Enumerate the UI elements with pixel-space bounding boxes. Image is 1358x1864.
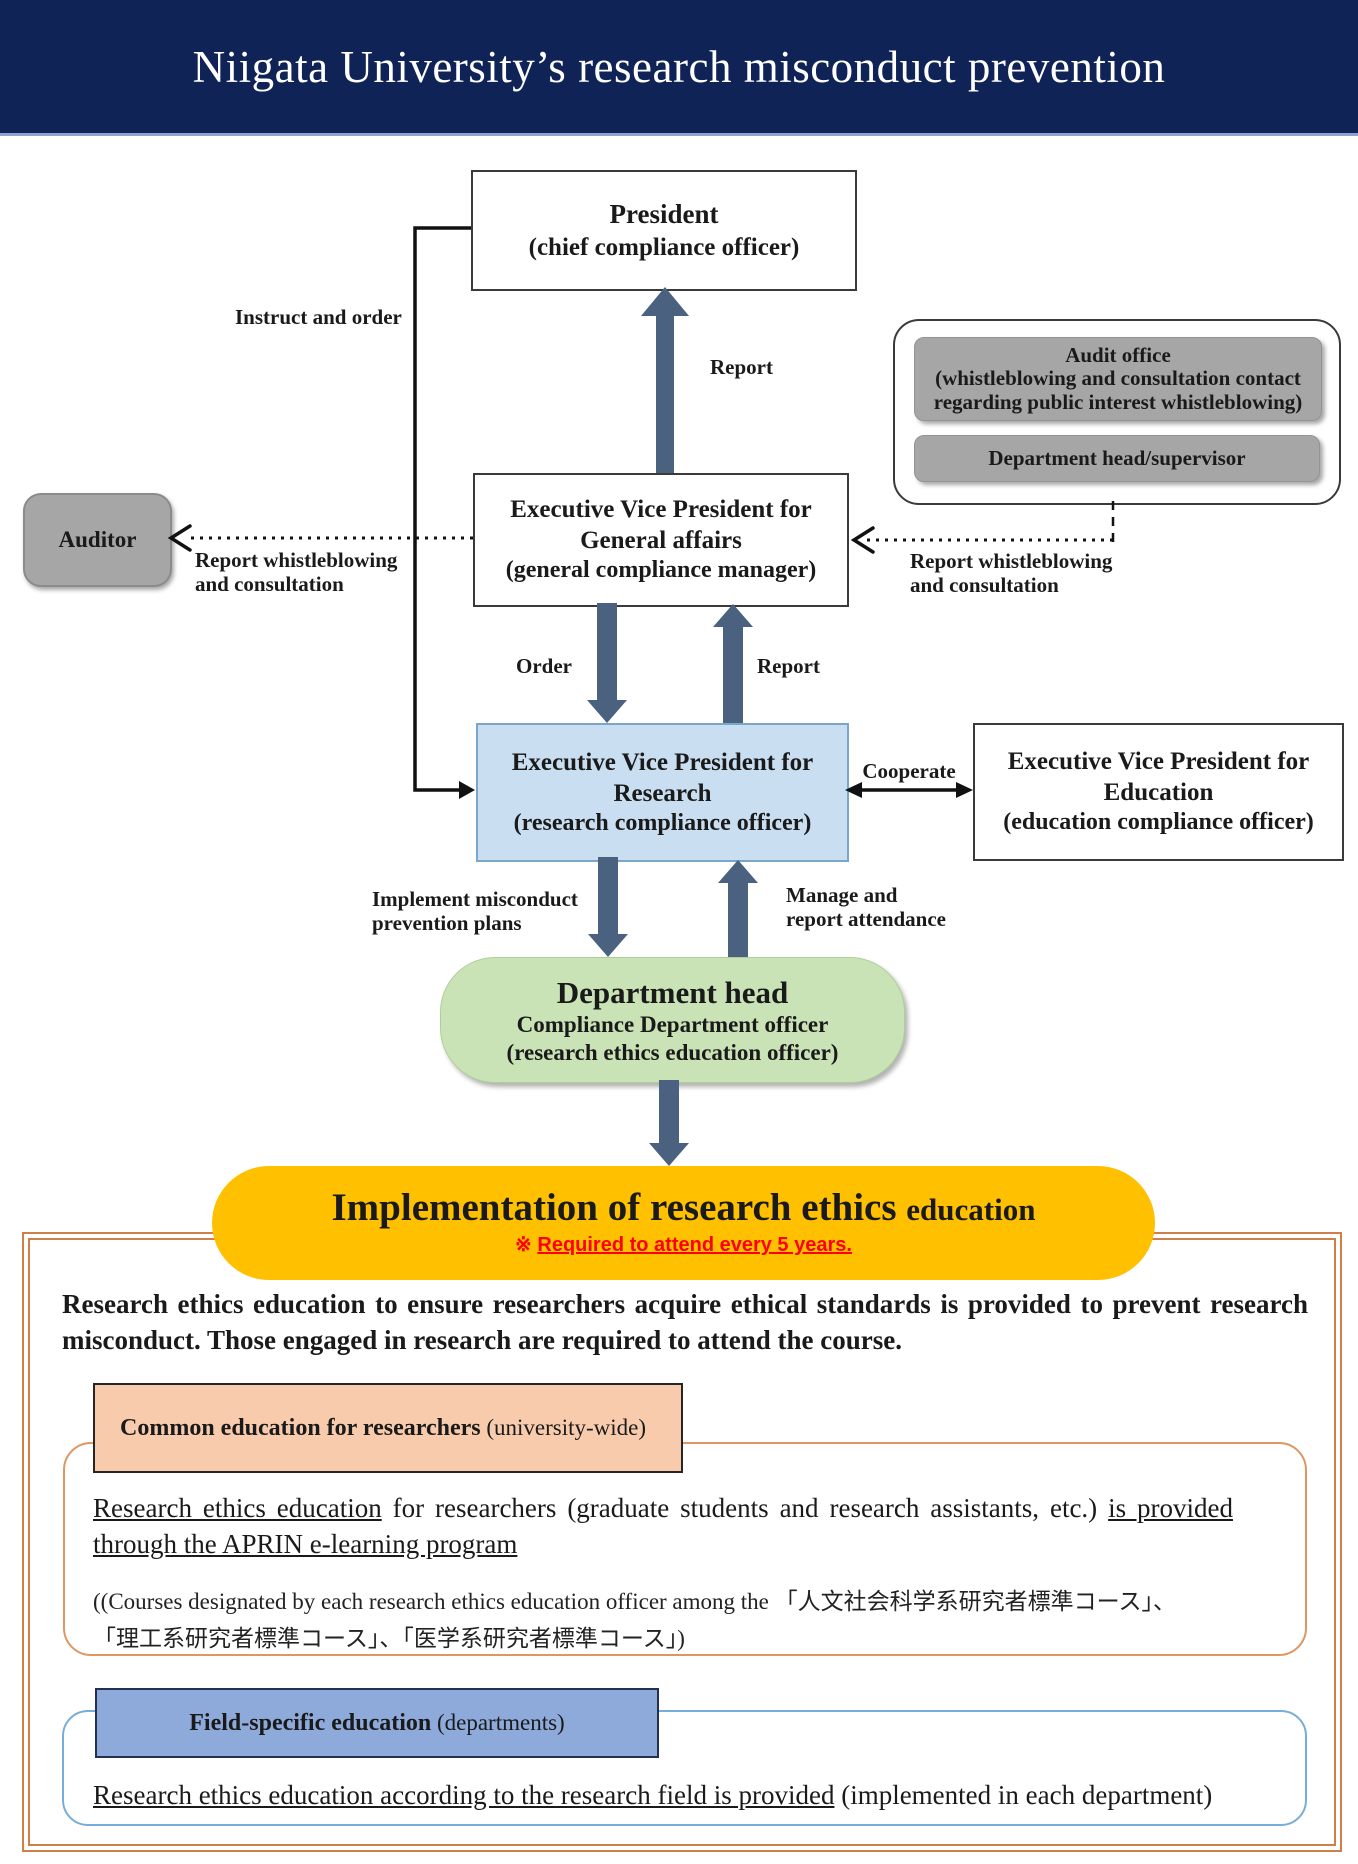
label-report-to-president: Report xyxy=(710,355,773,379)
common-education-header: Common education for researchers (univer… xyxy=(93,1383,683,1473)
designated-courses-line1: ((Courses designated by each research et… xyxy=(93,1589,1176,1614)
evp-research-line3: (research compliance officer) xyxy=(513,809,812,836)
arrowhead-whistleblowing-right xyxy=(850,526,875,554)
arrowhead-whistleblowing-left xyxy=(167,524,192,552)
common-education-box xyxy=(63,1442,1307,1656)
arrow-report-up xyxy=(713,604,753,723)
common-education-title: Common education for researchers xyxy=(120,1414,481,1441)
node-department-head: Department head Compliance Department of… xyxy=(440,957,905,1083)
arrow-manage-up xyxy=(718,860,758,957)
implementation-note-text: Required to attend every 5 years. xyxy=(537,1234,852,1257)
node-evp-general-affairs: Executive Vice President for General aff… xyxy=(473,473,849,607)
dept-head-supervisor-label: Department head/supervisor xyxy=(988,445,1246,470)
implementation-note: ※ Required to attend every 5 years. xyxy=(515,1233,852,1258)
dept-head-line1: Department head xyxy=(556,974,789,1010)
designated-courses-line2: 「理工系研究者標準コース」、「医学系研究者標準コース」) xyxy=(93,1625,685,1651)
implementation-banner: Implementation of research ethics educat… xyxy=(212,1166,1155,1280)
common-education-body-line2: through the APRIN e-learning program xyxy=(93,1526,1233,1562)
dept-head-line3: (research ethics education officer) xyxy=(506,1039,839,1065)
label-instruct-and-order: Instruct and order xyxy=(235,305,402,329)
evp-general-line1: Executive Vice President for xyxy=(510,496,812,524)
common-education-scope: (university-wide) xyxy=(480,1414,647,1440)
field-specific-header: Field-specific education (departments) xyxy=(95,1688,659,1758)
arrow-implement-down xyxy=(588,857,628,957)
field-specific-title: Field-specific education xyxy=(189,1709,432,1736)
aprin-underline-1: Research ethics education xyxy=(93,1493,382,1523)
education-intro-line1: Research ethics education to ensure rese… xyxy=(62,1289,1308,1319)
evp-general-line2: General affairs xyxy=(580,527,742,555)
label-report-whistleblowing-right: Report whistleblowing and consultation xyxy=(910,549,1113,598)
label-implement-line1: Implement misconduct xyxy=(372,887,578,911)
label-rw-right-line1: Report whistleblowing xyxy=(910,549,1113,573)
field-specific-rest: (implemented in each department) xyxy=(834,1780,1213,1810)
aprin-underline-3: through the APRIN e-learning program xyxy=(93,1529,518,1560)
common-education-body-line1: Research ethics education for researcher… xyxy=(93,1490,1233,1526)
label-manage: Manage and report attendance xyxy=(786,883,946,932)
field-specific-underline: Research ethics education according to t… xyxy=(93,1780,835,1810)
evp-research-line2: Research xyxy=(613,779,712,807)
implementation-title: Implementation of research ethics educat… xyxy=(331,1186,1036,1230)
node-dept-head-supervisor: Department head/supervisor xyxy=(914,435,1320,482)
header-bar: Niigata University’s research misconduct… xyxy=(0,0,1358,136)
page-title: Niigata University’s research misconduct… xyxy=(192,41,1166,92)
label-implement-line2: prevention plans xyxy=(372,910,522,935)
auditor-label: Auditor xyxy=(58,526,137,552)
arrow-report-up-big xyxy=(641,287,689,473)
arrow-implementation-down xyxy=(649,1080,689,1166)
designated-courses: ((Courses designated by each research et… xyxy=(93,1584,1293,1658)
field-specific-body: Research ethics education according to t… xyxy=(93,1780,1293,1811)
label-rw-right-line2: and consultation xyxy=(910,572,1059,597)
arrowhead-cooperate-right xyxy=(956,782,973,798)
line-instruct-and-order xyxy=(413,226,471,792)
evp-education-line3: (education compliance officer) xyxy=(1003,809,1314,836)
evp-education-line1: Executive Vice President for xyxy=(1007,748,1310,776)
audit-office-line3: regarding public interest whistleblowing… xyxy=(933,389,1303,414)
label-order: Order xyxy=(516,654,572,678)
node-evp-research: Executive Vice President for Research (r… xyxy=(476,723,849,862)
audit-office-line2: (whistleblowing and consultation contact xyxy=(935,366,1301,391)
evp-research-line1: Executive Vice President for xyxy=(511,748,814,776)
node-audit-office: Audit office (whistleblowing and consult… xyxy=(914,337,1322,421)
node-president: President (chief compliance officer) xyxy=(471,170,857,291)
president-title: President xyxy=(609,199,719,230)
node-auditor: Auditor xyxy=(23,493,172,587)
reference-mark: ※ xyxy=(515,1234,538,1257)
education-intro: Research ethics education to ensure rese… xyxy=(62,1287,1308,1359)
education-intro-line2: misconduct. Those engaged in research ar… xyxy=(62,1324,902,1355)
evp-education-line2: Education xyxy=(1103,779,1214,807)
audit-office-line1: Audit office xyxy=(1065,343,1171,368)
arrowhead-instruct xyxy=(459,781,475,799)
label-manage-line1: Manage and xyxy=(786,883,898,907)
aprin-middle: for researchers (graduate students and r… xyxy=(381,1493,1109,1523)
president-subtitle: (chief compliance officer) xyxy=(528,233,800,261)
implementation-title-small: education xyxy=(906,1192,1036,1228)
label-rw-left-line1: Report whistleblowing xyxy=(195,548,398,572)
label-manage-line2: report attendance xyxy=(786,906,946,931)
field-specific-scope: (departments) xyxy=(431,1709,565,1735)
evp-general-line3: (general compliance manager) xyxy=(505,557,817,584)
implementation-title-main: Implementation of research ethics xyxy=(331,1186,897,1230)
label-implement: Implement misconduct prevention plans xyxy=(372,887,578,936)
arrow-order-down xyxy=(587,603,627,723)
node-evp-education: Executive Vice President for Education (… xyxy=(973,723,1344,861)
label-rw-left-line2: and consultation xyxy=(195,571,344,596)
dept-head-line2: Compliance Department officer xyxy=(516,1012,829,1037)
label-cooperate: Cooperate xyxy=(862,759,956,783)
field-specific-box xyxy=(62,1710,1307,1826)
label-report-to-evp: Report xyxy=(757,654,820,678)
aprin-underline-2: is provided xyxy=(1108,1493,1233,1523)
common-education-body: Research ethics education for researcher… xyxy=(93,1490,1233,1563)
label-report-whistleblowing-left: Report whistleblowing and consultation xyxy=(195,548,398,597)
